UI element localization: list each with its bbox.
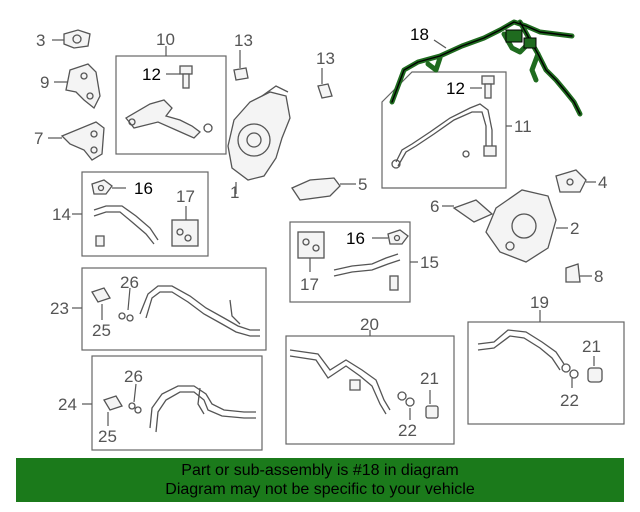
banner-line-1: Part or sub-assembly is #18 in diagram — [181, 462, 459, 479]
part-4-gasket — [555, 169, 587, 193]
callout-11: 11 — [514, 117, 532, 136]
part-18-wiring-harness — [389, 19, 583, 117]
box-20 — [285, 335, 455, 445]
callout-22-a: 22 — [398, 421, 417, 440]
part-23-oil-line — [91, 285, 260, 337]
box-11 — [381, 71, 507, 189]
part-14-oil-line — [93, 205, 159, 247]
part-17-clip-a — [171, 219, 199, 247]
part-5-heat-shield — [291, 177, 341, 201]
callout-14: 14 — [52, 205, 71, 224]
part-13-connector-a — [233, 67, 249, 81]
box-24 — [91, 355, 263, 451]
part-17-clip-b — [297, 231, 325, 259]
part-10-oil-line — [125, 99, 213, 139]
callout-6: 6 — [430, 197, 439, 216]
part-20-oil-line — [289, 349, 439, 419]
part-9-bracket — [65, 63, 101, 110]
info-banner: Part or sub-assembly is #18 in diagram D… — [16, 458, 624, 502]
callout-17-b: 17 — [300, 275, 319, 294]
part-24-oil-line — [103, 385, 256, 433]
part-15-oil-line — [333, 253, 401, 291]
callout-13-b: 13 — [316, 49, 335, 68]
part-2-manifold — [485, 189, 557, 263]
callout-10: 10 — [156, 30, 175, 49]
banner-line-2: Diagram may not be specific to your vehi… — [165, 481, 475, 498]
parts-diagram: 3 9 7 10 12 13 13 18 12 11 1 5 4 6 2 8 1… — [34, 19, 625, 451]
callout-26-b: 26 — [124, 367, 143, 386]
callout-3: 3 — [36, 31, 45, 50]
part-16-gasket-b — [387, 229, 409, 245]
callout-5: 5 — [358, 175, 367, 194]
callout-15: 15 — [420, 253, 439, 272]
callout-25-b: 25 — [98, 427, 117, 446]
part-1-turbocharger — [227, 85, 291, 181]
callout-1: 1 — [230, 183, 239, 202]
callout-20: 20 — [360, 315, 379, 334]
callout-22-b: 22 — [560, 391, 579, 410]
part-6-heat-shield — [452, 199, 494, 223]
callout-16-b: 16 — [346, 229, 365, 248]
part-19-oil-line — [477, 329, 603, 383]
callout-26-a: 26 — [120, 273, 139, 292]
callout-7: 7 — [34, 129, 43, 148]
callout-25-a: 25 — [92, 321, 111, 340]
part-13-connector-b — [317, 83, 333, 99]
callout-13-a: 13 — [234, 31, 253, 50]
part-11-oil-line — [391, 103, 497, 169]
part-16-gasket-a — [91, 179, 113, 195]
callout-2: 2 — [570, 219, 579, 238]
leader-lines — [48, 39, 596, 426]
part-7-bracket — [60, 121, 105, 161]
part-12-bolt-b — [481, 75, 495, 99]
part-12-bolt-a — [179, 65, 193, 89]
callout-8: 8 — [594, 267, 603, 286]
callout-4: 4 — [598, 173, 607, 192]
callout-17-a: 17 — [176, 187, 195, 206]
callout-16-a: 16 — [134, 179, 153, 198]
callout-23: 23 — [50, 299, 69, 318]
box-23 — [81, 267, 267, 351]
callout-18: 18 — [410, 25, 429, 44]
callout-21-b: 21 — [582, 337, 601, 356]
part-3-gasket — [63, 29, 91, 49]
callout-21-a: 21 — [420, 369, 439, 388]
callout-9: 9 — [40, 73, 49, 92]
callout-12-b: 12 — [446, 79, 465, 98]
part-8-bracket — [565, 263, 581, 283]
box-10 — [115, 55, 227, 155]
callout-12-a: 12 — [142, 65, 161, 84]
box-19 — [467, 321, 625, 425]
callout-19: 19 — [530, 293, 549, 312]
callout-24: 24 — [58, 395, 77, 414]
